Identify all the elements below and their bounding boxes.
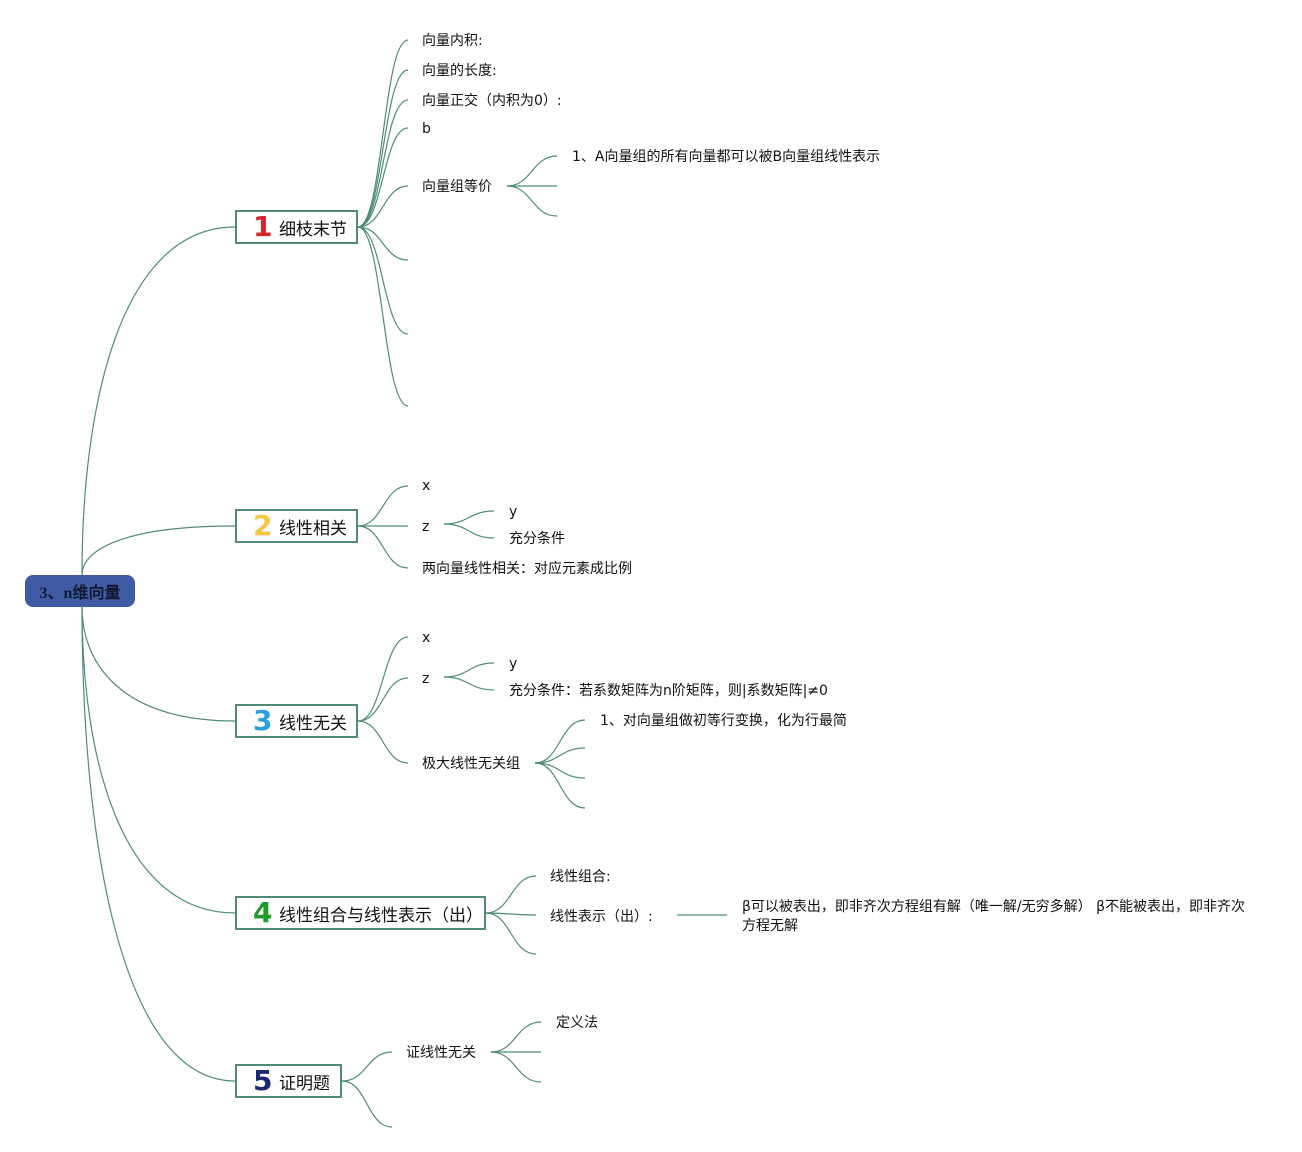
leaf-row-reduce[interactable]: 1、对向量组做初等行变换，化为行最简 [600, 713, 847, 729]
link-b2-z-0 [443, 510, 495, 525]
branch-label-3: 线性无关 [279, 713, 347, 734]
link-b2-2 [357, 525, 409, 569]
link-b1-eq-0 [506, 155, 558, 187]
link-b1-0 [357, 39, 409, 228]
leaf-two-vectors-dependent[interactable]: 两向量线性相关：对应元素成比例 [422, 561, 632, 577]
link-b3-m-3 [534, 762, 586, 809]
link-root-branch-3 [81, 606, 236, 722]
link-b2-0 [357, 485, 409, 527]
branch-number-1: 1 [253, 210, 273, 243]
root-node[interactable]: 3、n维向量 [25, 575, 135, 607]
link-b1-5 [357, 226, 409, 261]
link-b3-m-0 [534, 719, 586, 764]
leaf-representation-detail[interactable]: β可以被表出，即非齐次方程组有解（唯一解/无穷多解） β不能被表出，即非齐次方程… [742, 899, 1246, 934]
leaf-independent-z[interactable]: z [422, 671, 430, 687]
branch-label-5: 证明题 [279, 1073, 330, 1094]
branch-node-2[interactable]: 2 线性相关 [235, 509, 358, 543]
link-root-branch-2 [81, 525, 236, 576]
branch-node-5[interactable]: 5 证明题 [235, 1064, 342, 1098]
link-root-branch-5 [81, 606, 236, 1082]
link-b1-4 [357, 185, 409, 228]
leaf-b[interactable]: b [422, 121, 431, 137]
leaf-prove-independence[interactable]: 证线性无关 [406, 1045, 476, 1061]
link-b3-m-2 [534, 762, 586, 779]
branch-label-4: 线性组合与线性表示（出） [279, 905, 483, 926]
leaf-independent-y[interactable]: y [509, 656, 518, 672]
link-root-branch-1 [81, 226, 236, 576]
link-b1-1 [357, 69, 409, 228]
link-b3-1 [357, 677, 409, 722]
leaf-linear-representation[interactable]: 线性表示（出）: [550, 909, 653, 925]
link-root-branch-4 [81, 606, 236, 914]
branch-node-3[interactable]: 3 线性无关 [235, 704, 358, 738]
link-b3-0 [357, 636, 409, 722]
link-b3-2 [357, 720, 409, 764]
branch-number-2: 2 [253, 509, 273, 542]
link-b5-1 [341, 1080, 393, 1128]
leaf-maximal-independent-set[interactable]: 极大线性无关组 [422, 756, 520, 772]
link-b3-z-0 [443, 662, 495, 678]
root-label: 3、n维向量 [39, 585, 121, 602]
branch-number-4: 4 [253, 896, 273, 929]
leaf-independent-x[interactable]: x [422, 630, 431, 646]
link-b4-2 [485, 912, 537, 955]
link-b4-1 [485, 912, 537, 916]
leaf-independent-sufficient[interactable]: 充分条件：若系数矩阵为n阶矩阵，则|系数矩阵|≠0 [509, 683, 828, 699]
leaf-vector-group-equivalence[interactable]: 向量组等价 [422, 179, 492, 195]
link-b3-m-1 [534, 747, 586, 764]
link-b1-7 [357, 226, 409, 407]
link-b1-eq-2 [506, 185, 558, 217]
link-b5-0 [341, 1051, 393, 1082]
leaf-equivalence-condition-1[interactable]: 1、A向量组的所有向量都可以被B向量组线性表示 [572, 149, 881, 165]
link-b3-z-1 [443, 676, 495, 691]
link-b1-3 [357, 127, 409, 228]
leaf-definition-method[interactable]: 定义法 [556, 1015, 598, 1031]
link-b4-0 [485, 875, 537, 914]
link-b5-p-0 [490, 1021, 542, 1053]
leaf-dependent-x[interactable]: x [422, 478, 431, 494]
branch-node-4[interactable]: 4 线性组合与线性表示（出） [235, 896, 486, 930]
link-b1-6 [357, 226, 409, 335]
branch-number-3: 3 [253, 704, 273, 737]
link-b1-2 [357, 99, 409, 228]
leaf-dependent-sufficient[interactable]: 充分条件 [509, 531, 565, 547]
leaf-linear-combination[interactable]: 线性组合: [550, 869, 611, 885]
leaf-vector-inner-product[interactable]: 向量内积: [422, 33, 483, 49]
branch-label-2: 线性相关 [279, 518, 347, 539]
branch-node-1[interactable]: 1 细枝末节 [235, 210, 358, 244]
leaf-vector-orthogonal[interactable]: 向量正交（内积为0）: [422, 93, 562, 109]
branch-label-1: 细枝末节 [279, 219, 347, 240]
leaf-dependent-z[interactable]: z [422, 519, 430, 535]
link-b2-z-1 [443, 523, 495, 539]
leaf-vector-length[interactable]: 向量的长度: [422, 63, 497, 79]
branch-number-5: 5 [253, 1064, 273, 1097]
leaf-dependent-y[interactable]: y [509, 504, 518, 520]
link-b5-p-2 [490, 1051, 542, 1083]
